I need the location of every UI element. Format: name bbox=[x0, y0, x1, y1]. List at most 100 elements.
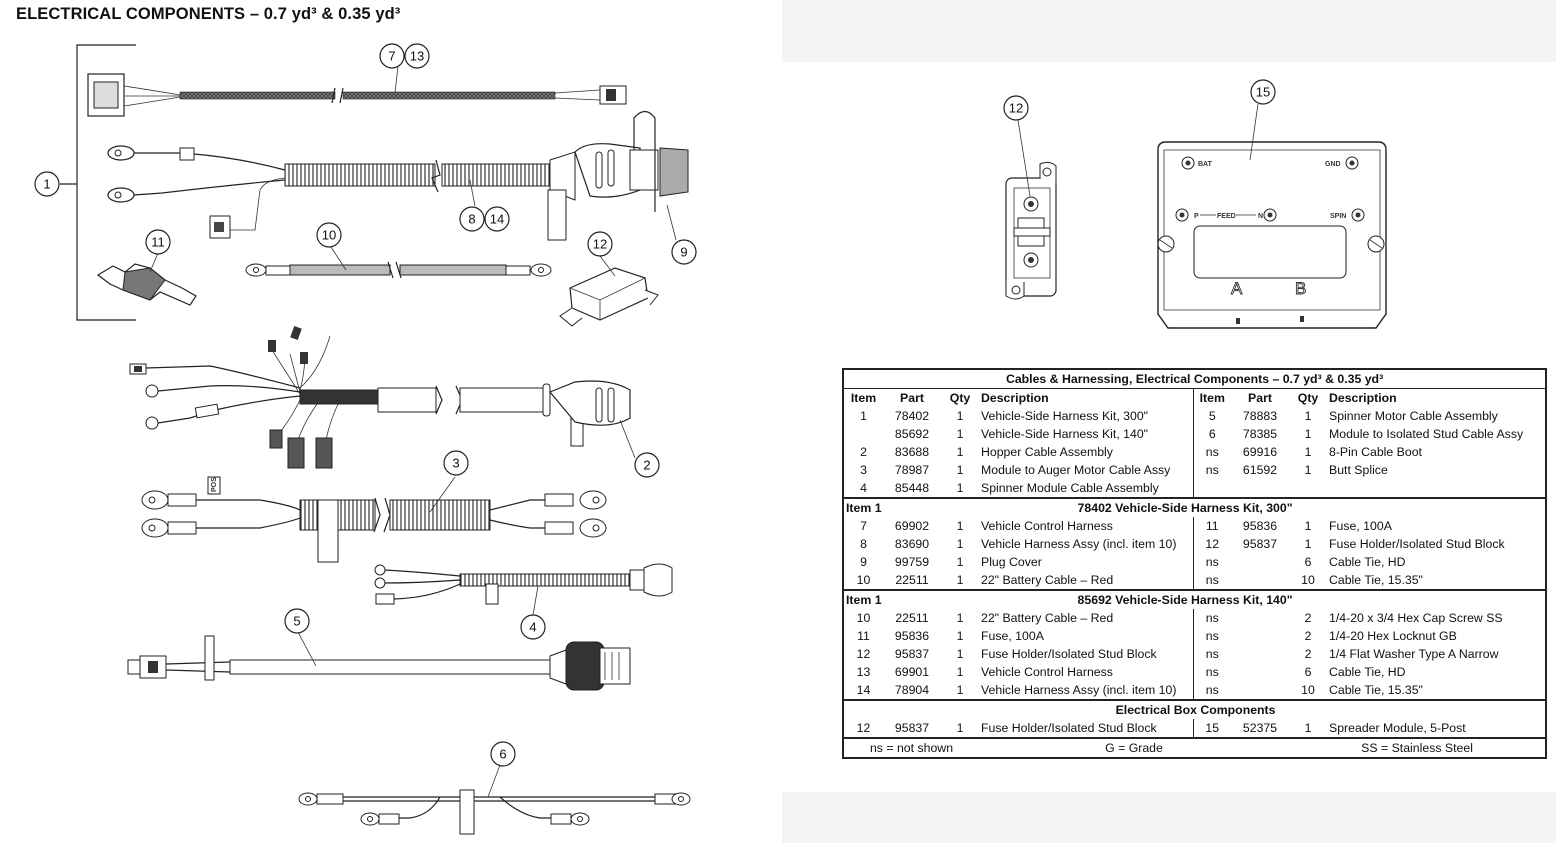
table-cell: Fuse, 100A bbox=[1329, 518, 1392, 533]
item1-bracket bbox=[60, 44, 136, 321]
svg-text:2: 2 bbox=[643, 458, 650, 473]
table-cell: Fuse Holder/Isolated Stud Block bbox=[981, 646, 1157, 661]
table-cell: 1 bbox=[956, 610, 964, 625]
callout-13: 13 bbox=[404, 43, 430, 69]
table-cell: 69901 bbox=[894, 664, 930, 679]
table-cell: 1 bbox=[956, 628, 964, 643]
table-cell: 1 bbox=[956, 646, 964, 661]
table-cell: Qty bbox=[1297, 390, 1319, 405]
table-cell: 7 bbox=[860, 518, 867, 533]
table-cell: Cable Tie, HD bbox=[1329, 664, 1406, 679]
section-title: Electrical Box Components bbox=[843, 699, 1547, 719]
table-cell: 1 bbox=[1304, 462, 1312, 477]
table-cell: 6 bbox=[1304, 554, 1312, 569]
table-cell: 12 bbox=[856, 646, 871, 661]
table-cell: Butt Splice bbox=[1329, 462, 1388, 477]
svg-text:3: 3 bbox=[452, 456, 459, 471]
table-cell: Vehicle Harness Assy (incl. item 10) bbox=[981, 536, 1177, 551]
table-cell: 52375 bbox=[1242, 720, 1278, 735]
table-cell: 2 bbox=[1304, 610, 1312, 625]
table-cell: Fuse Holder/Isolated Stud Block bbox=[981, 720, 1157, 735]
table-cell: 78402 bbox=[894, 408, 930, 423]
callout-3: 3 bbox=[443, 450, 469, 476]
table-cell bbox=[1231, 609, 1289, 627]
table-cell: Cable Tie, 15.35" bbox=[1329, 572, 1423, 587]
table-cell: Module to Isolated Stud Cable Assy bbox=[1329, 426, 1524, 441]
svg-text:13: 13 bbox=[410, 49, 424, 64]
table-cell: 83690 bbox=[894, 536, 930, 551]
table-title-row: Cables & Harnessing, Electrical Componen… bbox=[843, 369, 1547, 389]
fuse-holder-drawing-small bbox=[559, 255, 659, 327]
auger-cable-drawing: POS bbox=[141, 476, 607, 563]
table-cell: 95837 bbox=[894, 720, 930, 735]
fuse-drawing bbox=[96, 252, 197, 306]
table-cell: Item bbox=[850, 390, 877, 405]
table-cell: ns bbox=[1192, 553, 1231, 571]
table-cell: Description bbox=[1329, 390, 1397, 405]
svg-text:11: 11 bbox=[151, 235, 165, 250]
callout-8: 8 bbox=[459, 206, 485, 232]
table-cell: Spreader Module, 5-Post bbox=[1329, 720, 1466, 735]
table-cell: 13 bbox=[856, 664, 871, 679]
svg-text:1: 1 bbox=[43, 177, 50, 192]
table-cell bbox=[1192, 479, 1231, 498]
table-cell: Spinner Motor Cable Assembly bbox=[1329, 408, 1498, 423]
table-cell: 8-Pin Cable Boot bbox=[1329, 444, 1422, 459]
svg-text:9: 9 bbox=[680, 245, 687, 260]
table-cell: ns bbox=[1192, 571, 1231, 590]
svg-text:12: 12 bbox=[1009, 101, 1023, 116]
b-label: B bbox=[1295, 279, 1306, 298]
table-cell: 95837 bbox=[894, 646, 930, 661]
table-cell: 10 bbox=[856, 610, 871, 625]
table-cell: Part bbox=[900, 390, 924, 405]
table-cell: 1 bbox=[1304, 408, 1312, 423]
svg-text:7: 7 bbox=[388, 49, 395, 64]
table-cell: 1/4-20 x 3/4 Hex Cap Screw SS bbox=[1329, 610, 1503, 625]
callout-7: 7 bbox=[379, 43, 405, 69]
table-cell: 1/4 Flat Washer Type A Narrow bbox=[1329, 646, 1499, 661]
gnd-label: GND bbox=[1325, 161, 1341, 168]
table-cell: ns bbox=[1192, 461, 1231, 479]
table-cell: 10 bbox=[856, 572, 871, 587]
table-cell bbox=[1231, 645, 1289, 663]
table-cell: 85692 bbox=[894, 426, 930, 441]
callout-12: 12 bbox=[587, 231, 613, 257]
callout-5: 5 bbox=[284, 608, 310, 634]
table-cell: 1 bbox=[956, 554, 964, 569]
table-cell: 69916 bbox=[1242, 444, 1278, 459]
shaded-area-bottom bbox=[782, 792, 1556, 843]
table-cell bbox=[1231, 553, 1289, 571]
callout-4: 4 bbox=[520, 614, 546, 640]
table-cell: 3 bbox=[860, 462, 867, 477]
svg-text:5: 5 bbox=[293, 614, 300, 629]
table-cell: 1 bbox=[956, 480, 964, 495]
table-cell: 4 bbox=[860, 480, 867, 495]
section-item-label: Item 1 bbox=[843, 497, 883, 517]
parts-table-body: Cables & Harnessing, Electrical Componen… bbox=[843, 369, 1547, 758]
table-cell: 78385 bbox=[1242, 426, 1278, 441]
footer-grade: G = Grade bbox=[979, 737, 1289, 758]
table-cell: Spinner Module Cable Assembly bbox=[981, 480, 1159, 495]
table-cell: 6 bbox=[1304, 664, 1312, 679]
table-cell: 9 bbox=[860, 554, 867, 569]
table-cell: 14 bbox=[856, 682, 871, 697]
table-cell: 78987 bbox=[894, 462, 930, 477]
table-cell: 1 bbox=[956, 682, 964, 697]
table-cell bbox=[843, 425, 883, 443]
table-cell: 83688 bbox=[894, 444, 930, 459]
callout-2: 2 bbox=[634, 452, 660, 478]
table-cell: 1 bbox=[1304, 426, 1312, 441]
table-cell: Plug Cover bbox=[981, 554, 1042, 569]
table-cell: Vehicle-Side Harness Kit, 300" bbox=[981, 408, 1149, 423]
svg-text:6: 6 bbox=[499, 747, 506, 762]
fuse-holder-front-view bbox=[1005, 119, 1057, 300]
table-cell: Part bbox=[1248, 390, 1272, 405]
callout-15: 15 bbox=[1250, 79, 1276, 105]
table-cell: 1 bbox=[1304, 536, 1312, 551]
